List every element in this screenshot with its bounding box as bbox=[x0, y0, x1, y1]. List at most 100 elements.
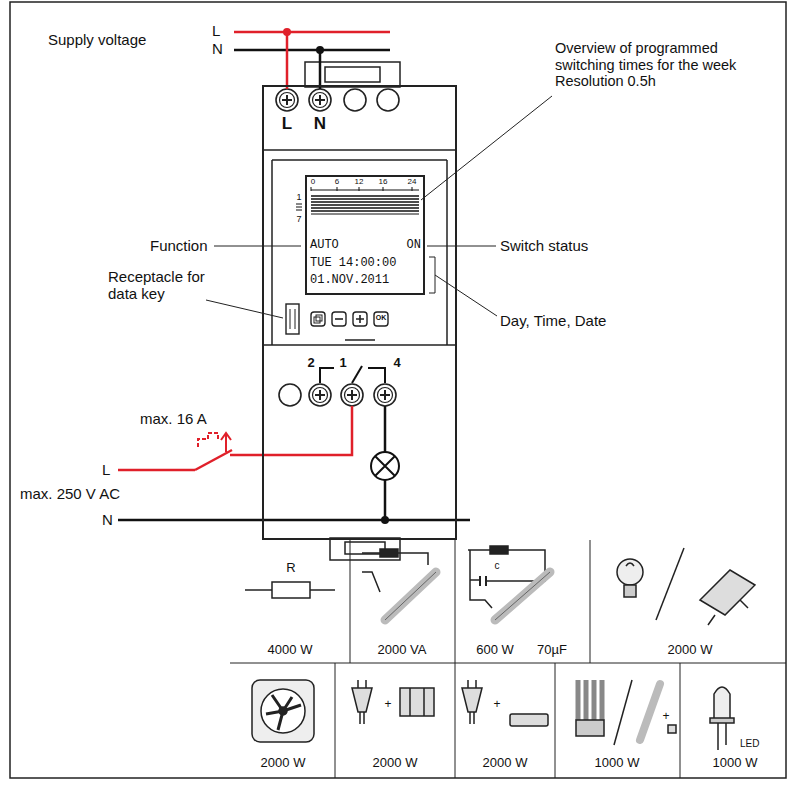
week-overview-bar bbox=[296, 204, 302, 210]
buttons bbox=[314, 317, 320, 323]
callout-text: Switch status bbox=[500, 237, 588, 254]
load-icons bbox=[468, 680, 476, 688]
load-circuit bbox=[118, 519, 470, 522]
load-icons bbox=[640, 684, 660, 740]
week-overview-bar bbox=[311, 214, 419, 215]
table-cell: 2000 VA bbox=[378, 643, 427, 658]
buttons bbox=[311, 312, 325, 326]
load-icons bbox=[266, 695, 301, 730]
load-circuit bbox=[198, 433, 218, 447]
hour-scale: 12 bbox=[355, 177, 364, 186]
terminal-label: N bbox=[314, 114, 326, 134]
terminal-screws bbox=[377, 89, 399, 111]
load-icons bbox=[352, 688, 372, 712]
load-icons bbox=[510, 714, 548, 726]
buttons bbox=[335, 318, 343, 320]
load-circuit bbox=[384, 480, 387, 520]
load-icons bbox=[578, 680, 602, 720]
symbol-label: LED bbox=[740, 738, 759, 750]
load-table bbox=[230, 663, 786, 664]
table-cell: 1000 W bbox=[595, 756, 640, 771]
hour-scale: 6 bbox=[335, 177, 339, 186]
frame bbox=[10, 2, 786, 778]
symbol-label: + bbox=[662, 710, 669, 724]
hour-scale: 16 bbox=[379, 177, 388, 186]
supply-wires bbox=[234, 31, 390, 34]
load-icons bbox=[362, 572, 380, 592]
load-icons bbox=[245, 546, 755, 750]
load-icons bbox=[272, 582, 310, 598]
load-circuit bbox=[118, 469, 195, 472]
day-time: TUE 14:00:00 bbox=[310, 257, 396, 271]
week-overview-bar bbox=[311, 196, 419, 211]
button-label: OK bbox=[376, 314, 387, 322]
rating-label: max. 16 A bbox=[140, 410, 207, 427]
supply-wires bbox=[234, 28, 390, 89]
terminal-number: 1 bbox=[339, 356, 346, 371]
load-table bbox=[230, 540, 786, 778]
load-icons bbox=[710, 718, 734, 723]
callout-text: Receptacle for data key bbox=[108, 268, 228, 303]
caption: Supply voltage bbox=[48, 31, 146, 48]
lcd-display: 06121624AUTOONTUE 14:00:0001.NOV.2011 bbox=[305, 175, 425, 295]
table-cell: 2000 W bbox=[483, 756, 528, 771]
load-icons bbox=[656, 548, 684, 620]
wire-label: N bbox=[102, 511, 113, 528]
load-icons bbox=[410, 688, 424, 716]
housing-detail bbox=[262, 344, 457, 346]
buttons bbox=[290, 309, 295, 329]
hour-scale: 0 bbox=[311, 177, 315, 186]
day-marker: 7 bbox=[296, 214, 301, 224]
table-cell: 2000 W bbox=[668, 643, 713, 658]
load-circuit bbox=[371, 452, 399, 480]
terminal-screws bbox=[341, 384, 363, 406]
leader-lines bbox=[421, 96, 552, 200]
terminal-screws bbox=[309, 89, 331, 111]
load-circuit bbox=[221, 433, 231, 452]
terminal-screws bbox=[279, 384, 301, 406]
relay-contact bbox=[320, 368, 334, 383]
rating-label: max. 250 V AC bbox=[20, 485, 120, 502]
wire-label: L bbox=[102, 461, 110, 478]
timer-housing: LN1721406121624AUTOONTUE 14:00:0001.NOV.… bbox=[262, 85, 457, 540]
table-cell: 70µF bbox=[537, 643, 567, 658]
load-icons bbox=[576, 720, 604, 736]
wire-label: N bbox=[212, 40, 223, 57]
load-icons bbox=[360, 712, 364, 724]
load-icons bbox=[470, 712, 474, 724]
leader-lines bbox=[429, 257, 435, 293]
housing-detail bbox=[262, 149, 457, 151]
load-table bbox=[335, 663, 680, 778]
leader-lines bbox=[435, 275, 497, 316]
terminal-screws bbox=[276, 89, 399, 406]
terminal-screws bbox=[344, 89, 366, 111]
buttons bbox=[286, 304, 388, 334]
load-icons bbox=[358, 680, 366, 688]
leader-lines bbox=[206, 300, 283, 318]
load-circuit bbox=[230, 406, 352, 455]
load-circuit bbox=[118, 406, 470, 524]
load-icons bbox=[380, 549, 398, 557]
supply-wires bbox=[234, 49, 390, 52]
hour-scale: 24 bbox=[408, 177, 417, 186]
symbol-label: + bbox=[493, 698, 500, 712]
relay-contact bbox=[320, 366, 385, 383]
load-icons bbox=[718, 723, 726, 750]
load-icons bbox=[700, 570, 755, 615]
load-icons bbox=[668, 725, 676, 733]
date: 01.NOV.2011 bbox=[310, 274, 389, 288]
switch-status: ON bbox=[407, 239, 421, 253]
symbol-label: + bbox=[384, 698, 391, 712]
housing-detail bbox=[345, 542, 385, 554]
leader-lines bbox=[427, 246, 496, 247]
load-icons bbox=[617, 559, 643, 585]
housing-detail bbox=[271, 160, 273, 345]
load-icons bbox=[400, 688, 434, 716]
terminal-screws bbox=[276, 89, 298, 111]
load-circuit bbox=[384, 406, 387, 452]
load-icons bbox=[385, 572, 436, 620]
housing-detail bbox=[262, 62, 457, 560]
callout-text: Function bbox=[150, 237, 208, 254]
